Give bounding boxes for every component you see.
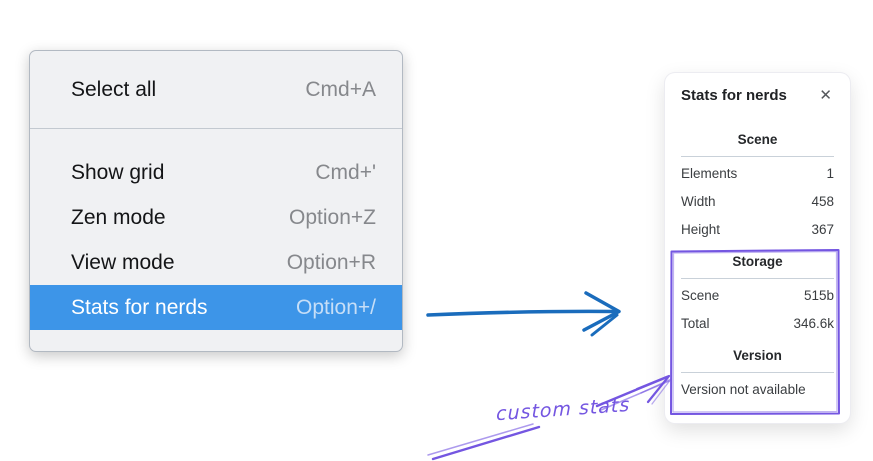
context-menu-section-1: Select all Cmd+A xyxy=(30,51,402,128)
menu-item-shortcut: Option+/ xyxy=(296,295,376,319)
stat-row-scene-storage: Scene 515b xyxy=(681,282,834,310)
menu-item-label: Zen mode xyxy=(71,205,166,229)
stat-label: Elements xyxy=(681,166,738,181)
storage-section-rows: Scene 515b Total 346.6k xyxy=(681,282,834,338)
stat-value: 515b xyxy=(803,288,834,303)
stat-value: 458 xyxy=(811,194,834,209)
menu-item-label: Stats for nerds xyxy=(71,295,208,319)
stat-row-total-storage: Total 346.6k xyxy=(681,310,834,338)
stat-label: Height xyxy=(681,222,721,237)
stat-value: 1 xyxy=(826,166,834,181)
stat-value: 367 xyxy=(811,222,834,237)
version-section-header: Version xyxy=(681,346,834,373)
menu-item-label: Show grid xyxy=(71,160,165,184)
stat-row-height: Height 367 xyxy=(681,216,834,244)
close-icon[interactable]: ✕ xyxy=(819,87,832,104)
stat-row-elements: Elements 1 xyxy=(681,160,834,188)
context-menu-section-2: Show grid Cmd+' Zen mode Option+Z View m… xyxy=(30,128,402,351)
menu-item-stats-for-nerds[interactable]: Stats for nerds Option+/ xyxy=(30,285,402,330)
menu-item-shortcut: Cmd+A xyxy=(305,77,376,101)
menu-item-zen-mode[interactable]: Zen mode Option+Z xyxy=(30,195,402,240)
menu-item-show-grid[interactable]: Show grid Cmd+' xyxy=(30,150,402,195)
menu-item-label: View mode xyxy=(71,250,175,274)
stats-panel-title: Stats for nerds xyxy=(681,87,787,104)
stat-row-width: Width 458 xyxy=(681,188,834,216)
stat-label: Total xyxy=(681,316,710,331)
menu-item-shortcut: Option+R xyxy=(286,250,376,274)
menu-item-select-all[interactable]: Select all Cmd+A xyxy=(30,67,402,112)
scene-section-header: Scene xyxy=(681,130,834,157)
annotation-label: custom stats xyxy=(496,393,631,426)
version-message: Version not available xyxy=(681,382,806,397)
stat-label: Width xyxy=(681,194,716,209)
menu-item-shortcut: Option+Z xyxy=(289,205,376,229)
flow-arrow-icon xyxy=(426,291,621,337)
stat-label: Scene xyxy=(681,288,720,303)
context-menu: Select all Cmd+A Show grid Cmd+' Zen mod… xyxy=(29,50,403,352)
stat-value: 346.6k xyxy=(793,316,834,331)
storage-section-header: Storage xyxy=(681,252,834,279)
stats-panel: Stats for nerds ✕ Scene Elements 1 Width… xyxy=(665,73,850,423)
menu-item-label: Select all xyxy=(71,77,157,101)
menu-item-shortcut: Cmd+' xyxy=(315,160,376,184)
stats-panel-header: Stats for nerds ✕ xyxy=(681,87,834,104)
scene-section-rows: Elements 1 Width 458 Height 367 xyxy=(681,160,834,244)
menu-item-view-mode[interactable]: View mode Option+R xyxy=(30,240,402,285)
